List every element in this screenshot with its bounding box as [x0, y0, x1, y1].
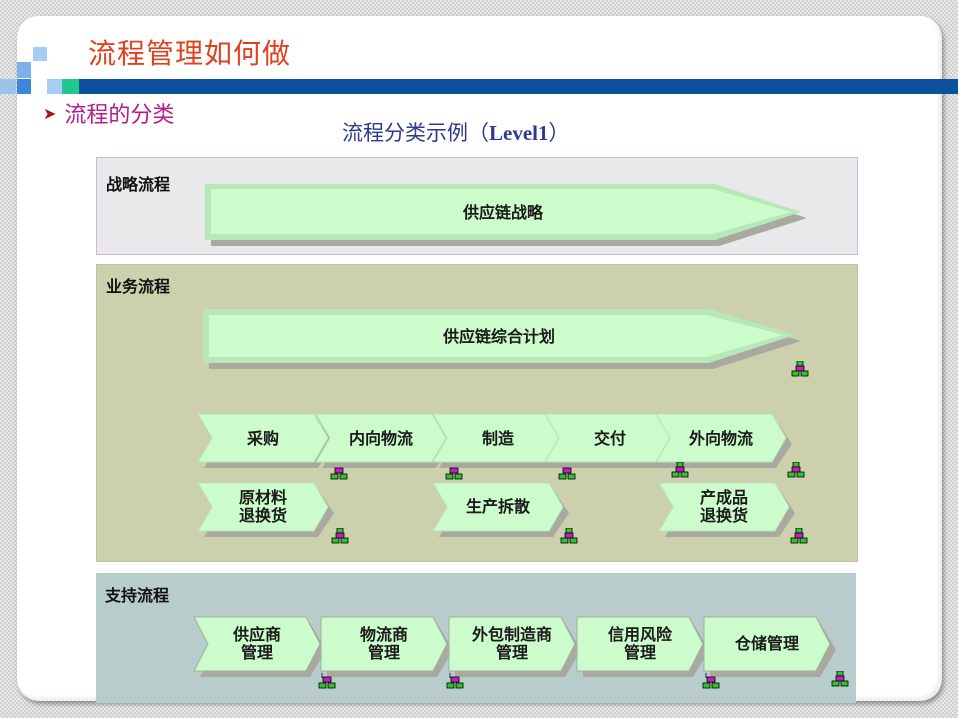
- chevron-shape: [655, 413, 792, 468]
- chevron-label: 供应商 管理: [232, 625, 281, 662]
- org-chart-icon[interactable]: [331, 527, 349, 544]
- support-panel-label: 支持流程: [105, 586, 170, 605]
- diagram-title: 流程分类示例（Level1）: [342, 117, 569, 147]
- decor-square: [33, 47, 47, 61]
- chevron-label: 采购: [246, 429, 279, 448]
- process-chevron-purchasing[interactable]: 采购: [197, 413, 334, 468]
- org-chart-icon[interactable]: [791, 360, 809, 377]
- decor-square: [0, 79, 16, 94]
- pentagon-shape: [448, 616, 581, 677]
- support-chevron-credit-risk-management[interactable]: 信用风险 管理: [576, 616, 709, 677]
- chevron-label: 产成品 退换货: [699, 488, 748, 525]
- chevron-label: 内向物流: [348, 429, 413, 448]
- process-chevron-outbound-logistics[interactable]: 外向物流: [655, 413, 792, 468]
- slide-title: 流程管理如何做: [88, 37, 292, 70]
- banner-arrow-shape: [205, 184, 807, 246]
- org-chart-icon[interactable]: [560, 527, 578, 544]
- chevron-shape: [544, 413, 681, 468]
- support-panel: 支持流程 供应商 管理 物流商 管理 外包制造商 管理 信用风险 管理 仓储管理: [96, 573, 856, 703]
- business-banner-label: 供应链综合计划: [442, 327, 555, 346]
- chevron-label: 生产拆散: [465, 497, 530, 516]
- support-chevron-warehouse-management[interactable]: 仓储管理: [703, 616, 836, 677]
- org-chart-icon[interactable]: [790, 527, 808, 544]
- diagram-title-text: 流程分类示例（: [342, 121, 489, 145]
- chevron-label: 仓储管理: [734, 634, 799, 653]
- org-chart-icon[interactable]: [831, 670, 849, 687]
- org-chart-icon[interactable]: [787, 461, 805, 478]
- chevron-shape: [197, 482, 334, 537]
- support-chevron-supplier-management[interactable]: 供应商 管理: [193, 616, 326, 677]
- strategy-panel-label: 战略流程: [106, 175, 171, 194]
- org-chart-icon[interactable]: [446, 673, 464, 689]
- chevron-shape: [432, 482, 569, 537]
- process-chevron-manufacturing[interactable]: 制造: [432, 413, 569, 468]
- strategy-banner[interactable]: 供应链战略: [205, 184, 807, 246]
- header-accent: [62, 79, 79, 94]
- support-chevron-logistics-provider-management[interactable]: 物流商 管理: [320, 616, 453, 677]
- decor-square: [17, 62, 31, 78]
- org-chart-icon[interactable]: [445, 465, 463, 481]
- header-bar: [62, 79, 958, 94]
- diagram-title-level: Level1: [489, 121, 549, 145]
- diagram-title-close: ）: [548, 121, 570, 145]
- org-chart-icon[interactable]: [671, 461, 689, 478]
- business-banner[interactable]: 供应链综合计划: [203, 309, 801, 369]
- bullet-text: 流程的分类: [64, 103, 175, 128]
- org-chart-icon[interactable]: [558, 465, 576, 481]
- business-panel-label: 业务流程: [106, 277, 171, 296]
- banner-arrow-shape: [203, 309, 801, 369]
- process-chevron-finished-goods-returns[interactable]: 产成品 退换货: [658, 482, 795, 537]
- arrow-bullet-icon: ➤: [43, 103, 57, 123]
- chevron-shape: [315, 413, 452, 468]
- process-chevron-inbound-logistics[interactable]: 内向物流: [315, 413, 452, 468]
- business-panel: 业务流程 供应链综合计划 采购 内向物流 制造 交付 外向物流 原材: [96, 264, 858, 562]
- pentagon-shape: [320, 616, 453, 677]
- process-chevron-raw-material-returns[interactable]: 原材料 退换货: [197, 482, 334, 537]
- support-chevron-outsourced-manufacturer-management[interactable]: 外包制造商 管理: [448, 616, 581, 677]
- bullet-item: ➤ 流程的分类: [43, 97, 174, 129]
- process-chevron-delivery[interactable]: 交付: [544, 413, 681, 468]
- pentagon-shape: [576, 616, 709, 677]
- chevron-shape: [193, 616, 326, 677]
- decor-square: [47, 79, 62, 94]
- decor-square: [17, 79, 31, 94]
- chevron-label: 物流商 管理: [359, 625, 408, 662]
- chevron-shape: [432, 413, 569, 468]
- org-chart-icon[interactable]: [702, 673, 720, 689]
- chevron-label: 外包制造商 管理: [471, 625, 552, 662]
- process-chevron-production-breakdown[interactable]: 生产拆散: [432, 482, 569, 537]
- chevron-label: 外向物流: [688, 429, 753, 448]
- chevron-label: 信用风险 管理: [607, 625, 672, 662]
- chevron-label: 制造: [481, 429, 514, 448]
- chevron-shape: [658, 482, 795, 537]
- org-chart-icon[interactable]: [318, 673, 336, 689]
- strategy-panel: 战略流程 供应链战略: [96, 157, 858, 255]
- chevron-label: 原材料 退换货: [238, 488, 287, 525]
- pentagon-shape: [703, 616, 836, 677]
- strategy-banner-label: 供应链战略: [462, 203, 543, 222]
- chevron-label: 交付: [593, 429, 626, 448]
- org-chart-icon[interactable]: [330, 465, 348, 481]
- chevron-shape: [197, 413, 334, 468]
